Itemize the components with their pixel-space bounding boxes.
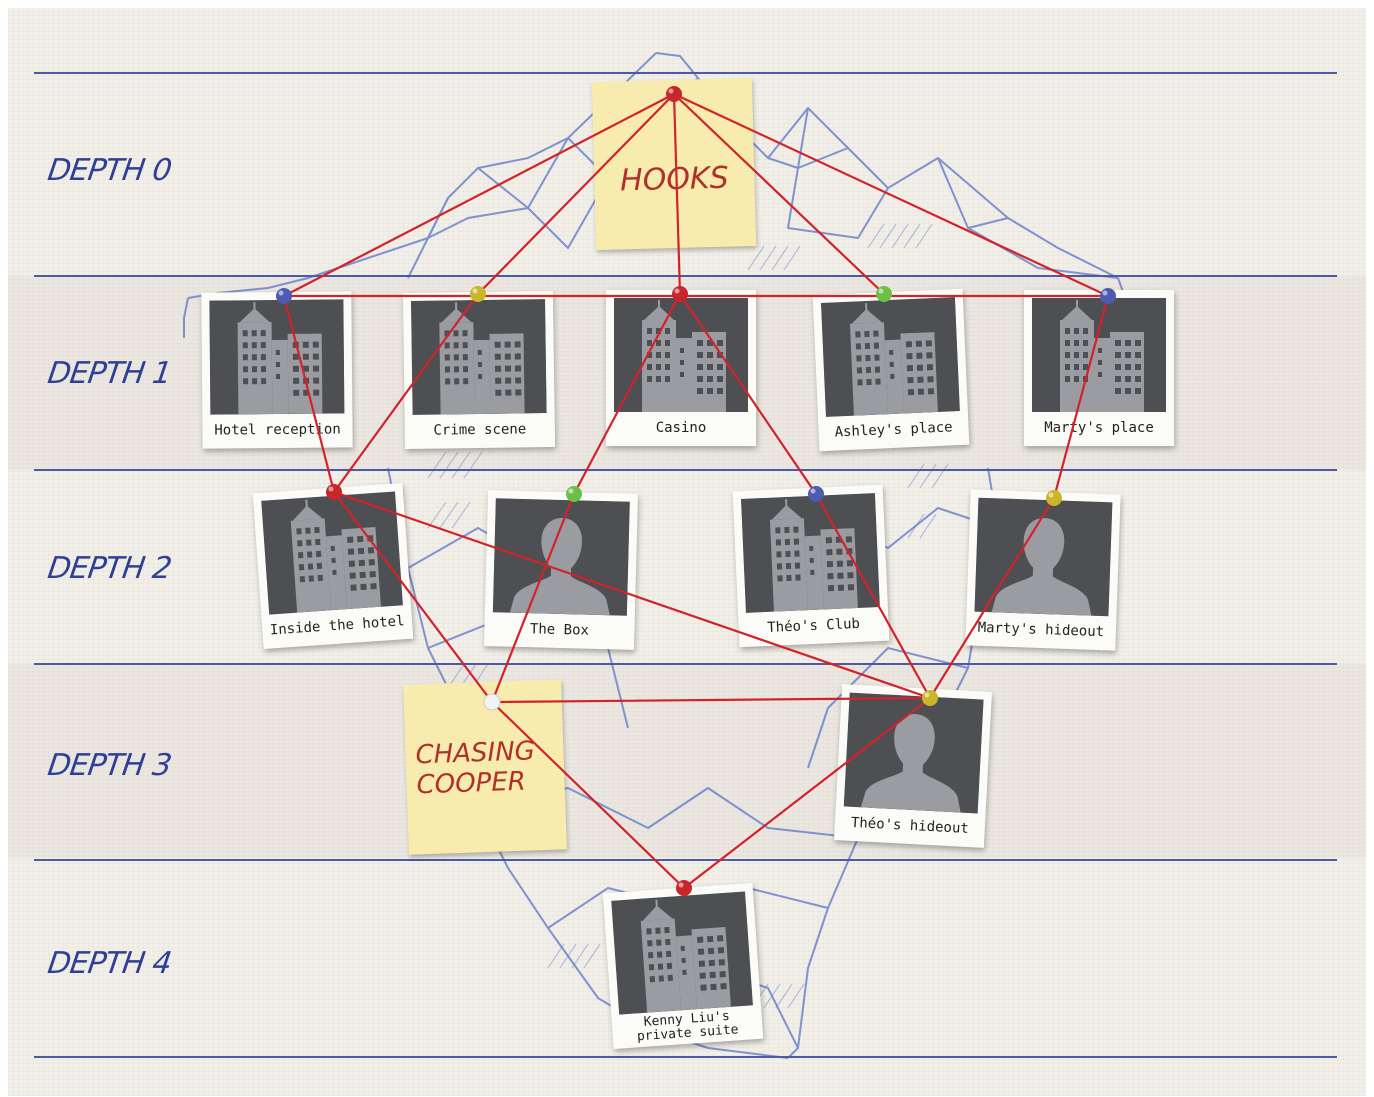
connection-strings (276, 86, 1116, 896)
push-pin-icon (808, 486, 824, 502)
string (476, 92, 676, 296)
card-martys-place[interactable]: Marty's place (1024, 290, 1174, 446)
depth-rule (34, 859, 1337, 861)
push-pin-icon (470, 286, 486, 302)
string (682, 696, 932, 890)
depth-rule (34, 663, 1337, 665)
card-caption: Casino (655, 420, 707, 437)
depth-rule (34, 275, 1337, 277)
string (332, 490, 932, 700)
string (572, 292, 682, 496)
string (332, 490, 494, 704)
depth-rule (34, 1056, 1337, 1058)
string (490, 696, 932, 704)
string (928, 496, 1056, 700)
depth-board: DEPTH 0 DEPTH 1 DEPTH 2 DEPTH 3 DEPTH 4 … (8, 8, 1366, 1096)
band-depth-3 (8, 664, 1366, 858)
push-pin-icon (672, 286, 688, 302)
building-icon (1032, 298, 1166, 412)
depth-rule (34, 72, 1337, 74)
string (672, 92, 1110, 298)
depth-rule (34, 469, 1337, 471)
string (814, 492, 932, 700)
string (282, 92, 676, 298)
push-pin-icon (666, 86, 682, 102)
string (1052, 294, 1110, 500)
push-pin-icon (276, 288, 292, 304)
building-icon (614, 298, 748, 412)
string (490, 492, 576, 704)
string (282, 294, 336, 494)
string (332, 292, 480, 494)
push-pin-icon (1100, 288, 1116, 304)
string (672, 92, 886, 296)
push-pin-icon (922, 690, 938, 706)
string (490, 700, 686, 890)
push-pin-icon (566, 486, 582, 502)
push-pin-icon (876, 286, 892, 302)
string (678, 292, 818, 496)
push-pin-icon (326, 484, 342, 500)
push-pin-icon (1046, 490, 1062, 506)
push-pin-icon (676, 880, 692, 896)
string (672, 92, 682, 296)
push-pin-icon (483, 693, 501, 711)
